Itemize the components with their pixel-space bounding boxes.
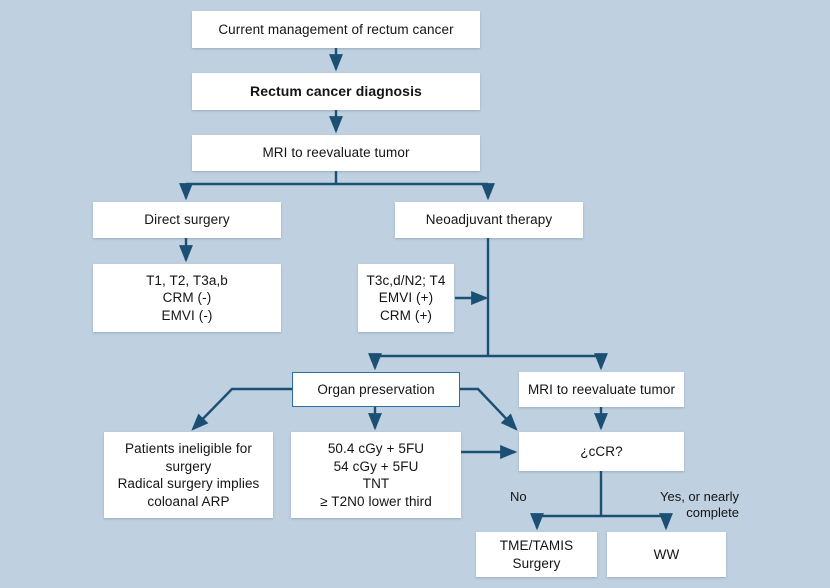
connector-organ-to-ccr [460,387,518,431]
node-mri-reevaluate-second[interactable]: MRI to reevaluate tumor [519,372,684,407]
node-direct-surgery-criteria-label: T1, T2, T3a,b CRM (-) EMVI (-) [146,272,228,323]
node-mri-reevaluate-initial[interactable]: MRI to reevaluate tumor [192,135,480,171]
node-patients-ineligible[interactable]: Patients ineligible for surgery Radical … [104,432,273,518]
node-rectum-cancer-diagnosis[interactable]: Rectum cancer diagnosis [192,73,480,110]
node-organ-preservation-label: Organ preservation [317,381,435,397]
connector-organ-to-ineligible [191,387,292,431]
node-ccr-decision[interactable]: ¿cCR? [519,432,684,471]
node-title-box[interactable]: Current management of rectum cancer [192,11,480,48]
node-radiotherapy-regimens-label: 50.4 cGy + 5FU 54 cGy + 5FU TNT ≥ T2N0 l… [320,441,432,509]
node-neoadjuvant-criteria[interactable]: T3c,d/N2; T4 EMVI (+) CRM (+) [358,264,454,332]
node-ccr-decision-label: ¿cCR? [580,443,623,459]
node-watch-and-wait-label: WW [653,546,680,562]
node-neoadjuvant-therapy[interactable]: Neoadjuvant therapy [395,202,583,238]
node-mri-reevaluate-initial-label: MRI to reevaluate tumor [262,145,410,161]
node-radiotherapy-regimens[interactable]: 50.4 cGy + 5FU 54 cGy + 5FU TNT ≥ T2N0 l… [291,432,461,518]
edge-label-no: No [510,489,527,504]
node-organ-preservation[interactable]: Organ preservation [292,372,460,407]
node-tme-tamis-surgery[interactable]: TME/TAMIS Surgery [476,532,597,577]
node-watch-and-wait[interactable]: WW [607,532,726,577]
node-title-box-label: Current management of rectum cancer [218,21,454,37]
node-direct-surgery-label: Direct surgery [144,212,230,228]
node-direct-surgery[interactable]: Direct surgery [93,202,281,238]
node-mri-reevaluate-second-label: MRI to reevaluate tumor [527,381,676,397]
node-neoadjuvant-therapy-label: Neoadjuvant therapy [425,212,553,228]
node-direct-surgery-criteria[interactable]: T1, T2, T3a,b CRM (-) EMVI (-) [93,264,281,332]
node-neoadjuvant-criteria-label: T3c,d/N2; T4 EMVI (+) CRM (+) [366,272,446,323]
edge-label-yes-or-nearly-complete: Yes, or nearly complete [659,489,739,520]
node-rectum-cancer-diagnosis-label: Rectum cancer diagnosis [250,82,422,99]
node-patients-ineligible-label: Patients ineligible for surgery Radical … [117,441,260,509]
node-tme-tamis-surgery-label: TME/TAMIS Surgery [499,538,574,571]
